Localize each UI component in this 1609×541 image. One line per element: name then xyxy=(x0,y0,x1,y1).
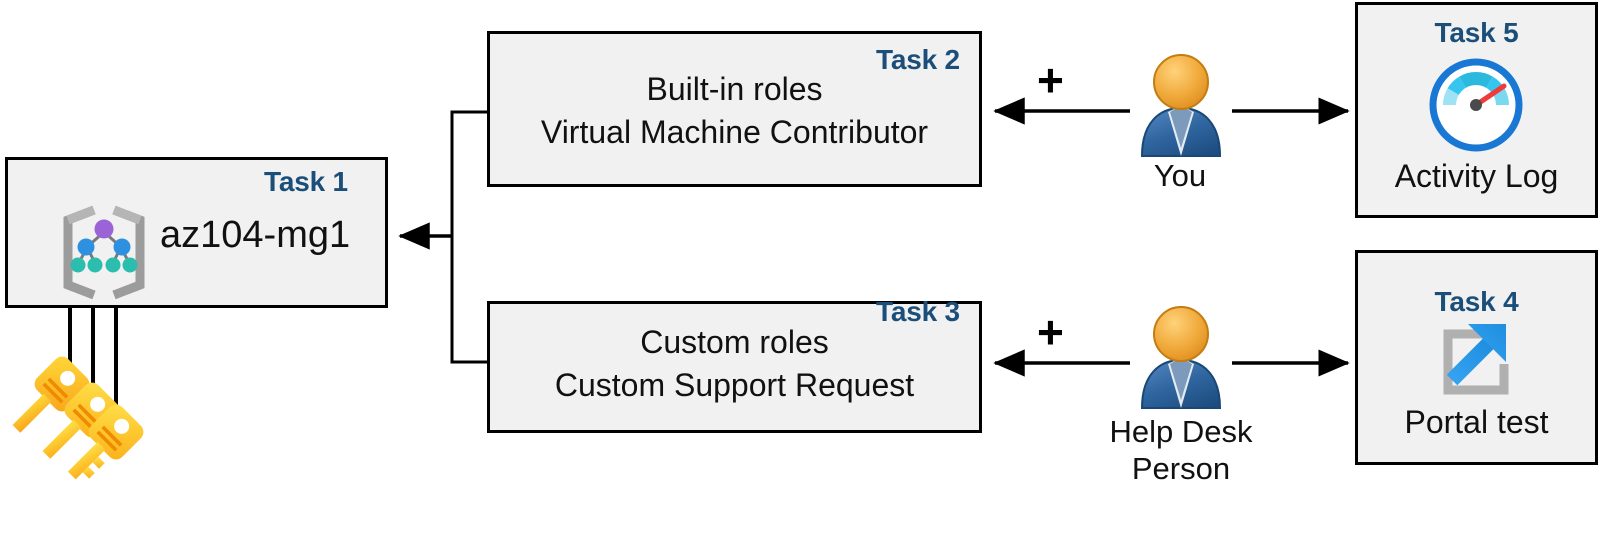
task2-box[interactable] xyxy=(487,31,982,187)
task5-text: Activity Log xyxy=(1394,158,1559,194)
task1-text: az104-mg1 xyxy=(160,214,351,256)
task1-label: Task 1 xyxy=(264,166,348,197)
task4-text: Portal test xyxy=(1404,404,1549,440)
helpdesk-label-line2: Person xyxy=(1131,451,1231,486)
user-icon-helpdesk xyxy=(1140,306,1222,409)
task3-box[interactable] xyxy=(487,301,982,433)
keys-icon xyxy=(12,356,144,480)
task3-label: Task 3 xyxy=(876,296,960,327)
external-link-icon xyxy=(1443,324,1509,395)
gauge-icon xyxy=(1429,58,1523,152)
you-label: You xyxy=(1153,158,1207,193)
task2-label: Task 2 xyxy=(876,44,960,75)
management-group-icon xyxy=(63,205,145,300)
task2-line2: Virtual Machine Contributor xyxy=(540,114,929,150)
user-icon-you xyxy=(1140,54,1222,157)
task2-line1: Built-in roles xyxy=(646,71,823,107)
task4-label: Task 4 xyxy=(1434,286,1519,317)
task5-label: Task 5 xyxy=(1434,17,1519,48)
plus-bottom: + xyxy=(1037,306,1064,358)
connector-tasks-to-task1 xyxy=(398,110,487,364)
task3-line2: Custom Support Request xyxy=(554,367,915,403)
helpdesk-label-line1: Help Desk xyxy=(1109,414,1253,449)
task3-line1: Custom roles xyxy=(640,324,829,360)
plus-top: + xyxy=(1037,54,1064,106)
